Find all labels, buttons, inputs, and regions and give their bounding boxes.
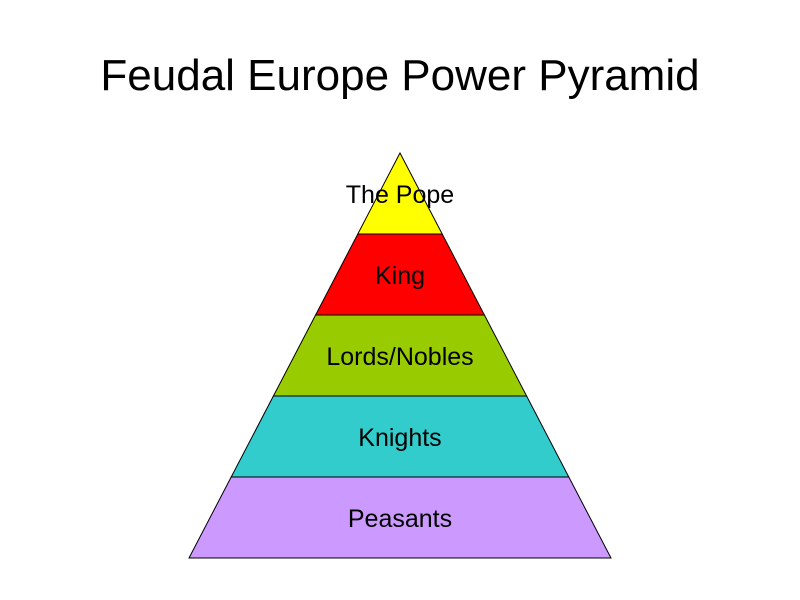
tier-label-lords-nobles: Lords/Nobles [326,343,473,371]
tier-label-peasants: Peasants [348,505,452,533]
tier-label-knights: Knights [358,424,441,452]
tier-peasants [188,476,612,559]
slide-title: Feudal Europe Power Pyramid [100,51,700,100]
tier-label-king: King [375,262,425,290]
tier-label-the-pope: The Pope [346,181,454,209]
